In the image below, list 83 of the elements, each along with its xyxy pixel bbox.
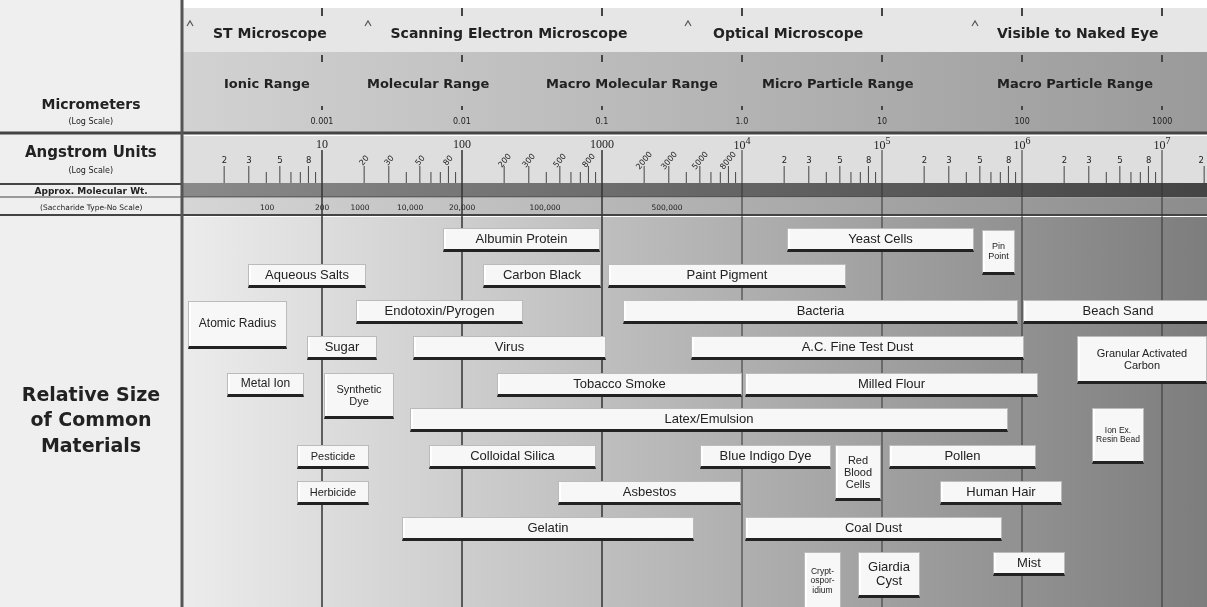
scale-value: 2 (781, 155, 788, 165)
scale-value: 8 (1005, 155, 1012, 165)
size-range-box: Synthetic Dye (324, 373, 394, 419)
size-range-box: Herbicide (297, 481, 369, 505)
size-range-box: Gelatin (402, 517, 694, 541)
size-range-box: Pollen (889, 445, 1036, 469)
scale-value: 2 (1061, 155, 1068, 165)
scale-value: 2 (1198, 155, 1204, 165)
scale-value: 2 (221, 155, 228, 165)
size-range-box: Paint Pigment (608, 264, 846, 288)
size-range-box: Crypt- ospor- idium (804, 552, 841, 607)
scale-value: 3 (1086, 155, 1092, 165)
axis-title: (Log Scale) (68, 116, 114, 126)
scale-value: 50 (413, 153, 427, 167)
scale-value: 8 (865, 155, 872, 165)
size-range-box: Pin Point (982, 230, 1015, 275)
scale-value: (Log Scale) (68, 165, 114, 175)
axis-title: Micrometers (41, 96, 141, 112)
scale-value: 5 (1117, 155, 1123, 165)
axis-title: Approx. Molecular Wt. (34, 186, 148, 196)
size-range-box: Giardia Cyst (858, 552, 920, 598)
scale-value: 10 (877, 116, 888, 126)
size-range-box: Blue Indigo Dye (700, 445, 831, 469)
scale-value: 5 (977, 155, 983, 165)
scale-value: 30 (382, 153, 396, 167)
band-label: Visible to Naked Eye (997, 25, 1159, 41)
scale-value: 3 (246, 155, 252, 165)
size-range-box: Virus (413, 336, 606, 360)
scale-value: Angstrom Units (25, 143, 157, 161)
band-label: Micro Particle Range (762, 75, 914, 91)
band-label: Scanning Electron Microscope (390, 25, 628, 41)
band-label: Molecular Range (367, 75, 490, 91)
scale-value: 1000 (590, 136, 614, 152)
scale-value: 100 (1014, 116, 1030, 126)
size-range-box: Endotoxin/Pyrogen (356, 300, 523, 324)
size-range-box: Human Hair (940, 481, 1062, 505)
scale-value: 2 (921, 155, 928, 165)
size-range-box: Red Blood Cells (835, 445, 881, 501)
size-range-box: Pesticide (297, 445, 369, 469)
scale-value: 1000 (1152, 116, 1173, 126)
band-label: Optical Microscope (713, 25, 864, 41)
size-range-box: A.C. Fine Test Dust (691, 336, 1024, 360)
scale-value: 10 (316, 136, 328, 152)
scale-value: 0.01 (453, 116, 471, 126)
scale-value: 20 (357, 153, 371, 167)
scale-value: 80 (441, 153, 456, 167)
scale-value: 5 (837, 155, 843, 165)
size-range-box: Latex/Emulsion (410, 408, 1008, 432)
band-label: Macro Particle Range (997, 75, 1153, 91)
scale-value: 8 (1145, 155, 1152, 165)
size-range-box: Beach Sand (1023, 300, 1207, 324)
size-range-box: Sugar (307, 336, 377, 360)
scale-value: 0.1 (595, 116, 609, 126)
size-range-box: Metal Ion (227, 373, 304, 397)
band-label: ST Microscope (213, 25, 327, 41)
size-range-box: Coal Dust (745, 517, 1002, 541)
scale-value: 10$^{4}$ (733, 135, 751, 152)
axis-title: Relative Size of Common Materials (20, 381, 162, 458)
scale-value: 3 (946, 155, 952, 165)
band-label: Macro Molecular Range (546, 75, 718, 91)
scale-value: 5 (277, 155, 283, 165)
size-range-box: Carbon Black (483, 264, 601, 288)
scale-value: 100 (453, 136, 471, 152)
size-range-box: Granular Activated Carbon (1077, 336, 1207, 384)
size-range-box: Tobacco Smoke (497, 373, 742, 397)
scale-value: 1.0 (735, 116, 749, 126)
size-range-box: Ion Ex. Resin Bead (1092, 408, 1144, 464)
scale-value: 10$^{6}$ (1013, 135, 1031, 153)
size-range-box: Milled Flour (745, 373, 1038, 397)
scale-value: 10$^{7}$ (1153, 135, 1171, 153)
band-label: Ionic Range (224, 75, 310, 91)
size-range-box: Mist (993, 552, 1065, 576)
size-range-box: Atomic Radius (188, 301, 287, 349)
size-range-box: Aqueous Salts (248, 264, 366, 288)
size-range-box: Albumin Protein (443, 228, 600, 252)
size-range-box: Colloidal Silica (429, 445, 596, 469)
scale-value: 10$^{5}$ (873, 135, 891, 153)
scale-value: 0.001 (310, 116, 334, 126)
scale-value: 3 (806, 155, 812, 165)
size-range-box: Yeast Cells (787, 228, 974, 252)
size-range-box: Bacteria (623, 300, 1018, 324)
scale-value: 8 (305, 155, 312, 165)
size-range-box: Asbestos (558, 481, 741, 505)
